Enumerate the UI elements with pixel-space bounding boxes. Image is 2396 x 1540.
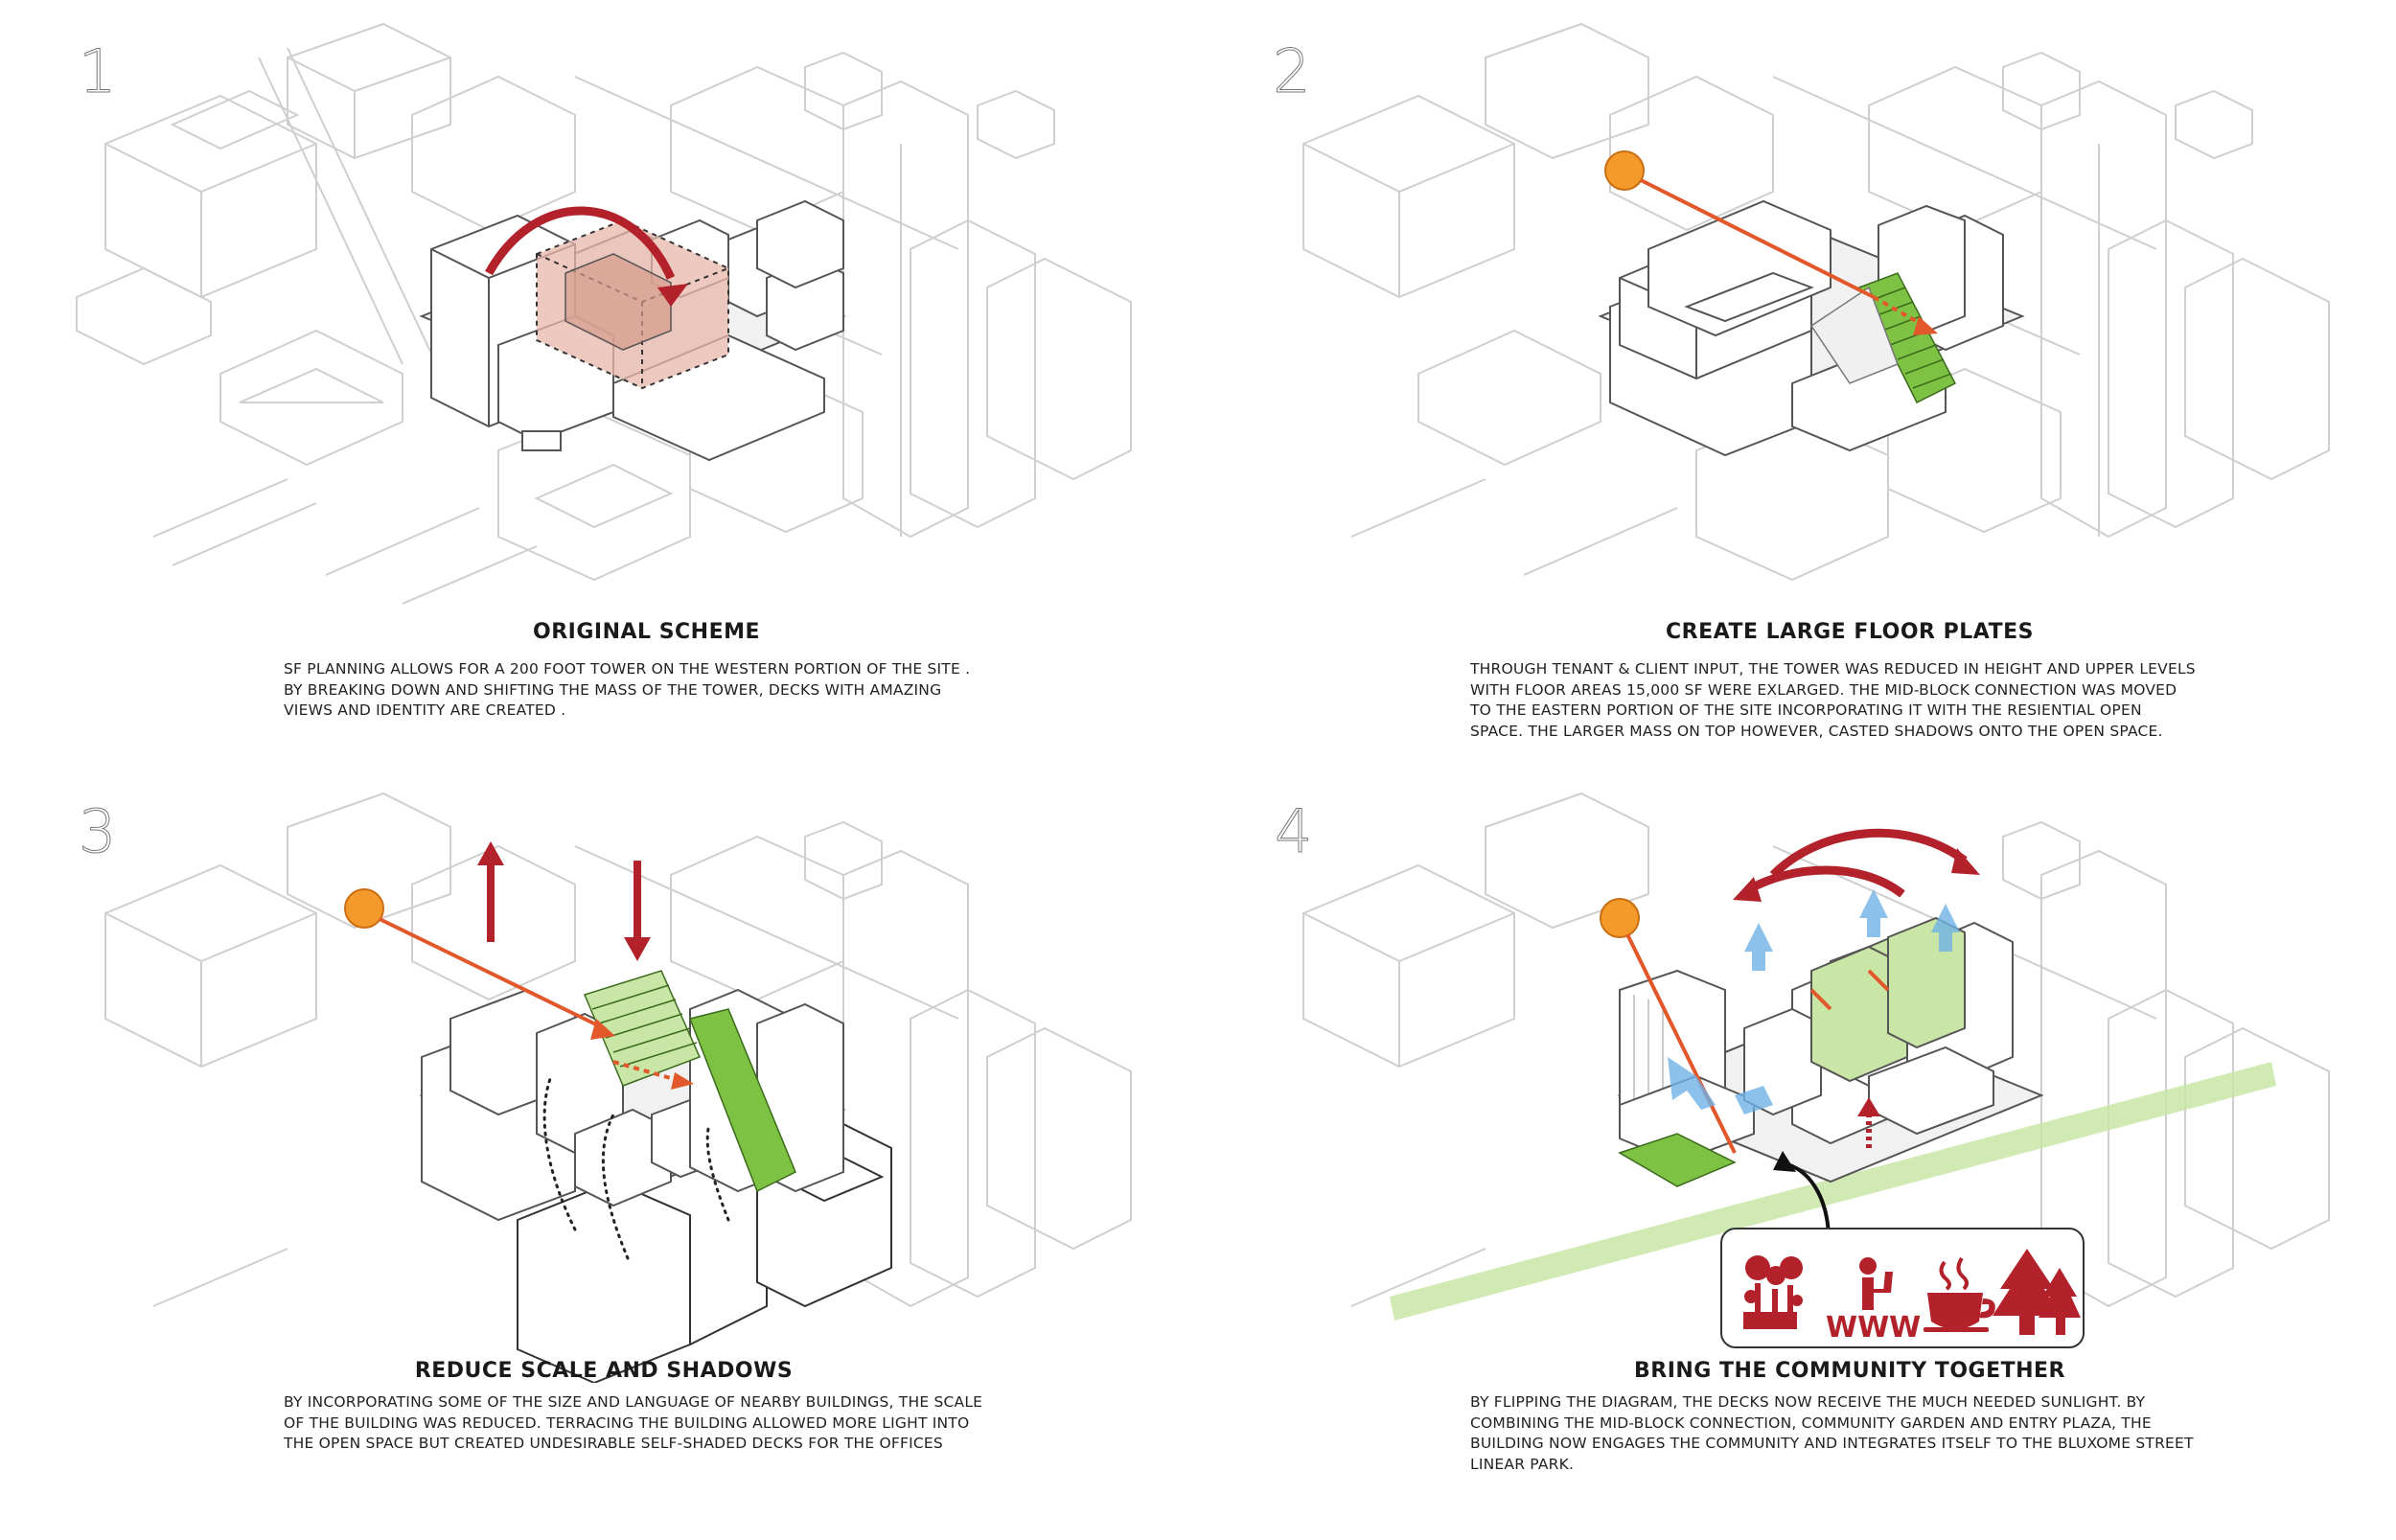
entry-plaza <box>1618 1133 1737 1187</box>
sun-and-shadow <box>344 888 694 1090</box>
panel-description: BY INCORPORATING SOME OF THE SIZE AND LA… <box>284 1393 983 1452</box>
coffee-cup-icon <box>1924 1256 1995 1332</box>
sun-rays <box>1600 898 1890 1154</box>
panel-4-massing-diagram <box>1302 792 2330 1321</box>
panel-4: WWW 4 BRING THE COMMUNITY TOGETHER BY FL… <box>1198 770 2396 1539</box>
sun-and-shadow <box>1604 150 1938 335</box>
open-space-green <box>583 970 796 1193</box>
panel-description: THROUGH TENANT & CLIENT INPUT, THE TOWER… <box>1470 660 2196 740</box>
sun-icon <box>344 888 384 929</box>
open-space-green <box>1809 272 1957 404</box>
step-number: 3 <box>78 796 117 867</box>
panel-1-massing-diagram <box>76 22 1132 605</box>
wind-arrows <box>1668 889 1960 1115</box>
sun-icon <box>1600 898 1640 938</box>
site-massing <box>1598 199 2025 457</box>
sun-icon <box>1604 150 1645 191</box>
panel-description: BY FLIPPING THE DIAGRAM, THE DECKS NOW R… <box>1470 1393 2194 1473</box>
seated-person-laptop-icon: WWW <box>1826 1257 1921 1345</box>
context-buildings <box>104 792 1132 1308</box>
panel-description: SF PLANNING ALLOWS FOR A 200 FOOT TOWER … <box>284 660 971 719</box>
trees-icon <box>1993 1249 2081 1335</box>
height-arrows <box>477 841 651 961</box>
view-paths <box>542 1074 730 1260</box>
panel-title: BRING THE COMMUNITY TOGETHER <box>1633 1359 2065 1383</box>
svg-text:WWW: WWW <box>1826 1311 1921 1345</box>
panel-1: 1 ORIGINAL SCHEME SF PLANNING ALLOWS FOR… <box>0 0 1198 770</box>
shifted-tower-mass <box>536 218 729 390</box>
linear-park <box>1390 1062 2276 1321</box>
panel-2: 2 CREATE LARGE FLOOR PLATES THROUGH TENA… <box>1198 0 2396 770</box>
context-buildings <box>1302 22 2330 582</box>
step-number: 1 <box>78 36 117 107</box>
site-massing <box>1617 921 2044 1184</box>
panel-2-massing-diagram <box>1302 22 2330 582</box>
flip-arrows <box>1733 828 1980 902</box>
context-buildings <box>76 22 1132 605</box>
step-number: 2 <box>1272 36 1311 107</box>
panel-3-massing-diagram <box>104 792 1132 1383</box>
shift-arrow <box>485 206 688 307</box>
amenities-callout: WWW <box>1720 1228 2085 1348</box>
panel-title: REDUCE SCALE AND SHADOWS <box>414 1359 794 1383</box>
panel-3: 3 REDUCE SCALE AND SHADOWS BY INCORPORAT… <box>0 770 1198 1539</box>
panel-title: ORIGINAL SCHEME <box>533 620 761 644</box>
garden-flowers-icon <box>1743 1255 1803 1329</box>
panel-title: CREATE LARGE FLOOR PLATES <box>1666 620 2034 644</box>
step-number: 4 <box>1274 796 1313 867</box>
